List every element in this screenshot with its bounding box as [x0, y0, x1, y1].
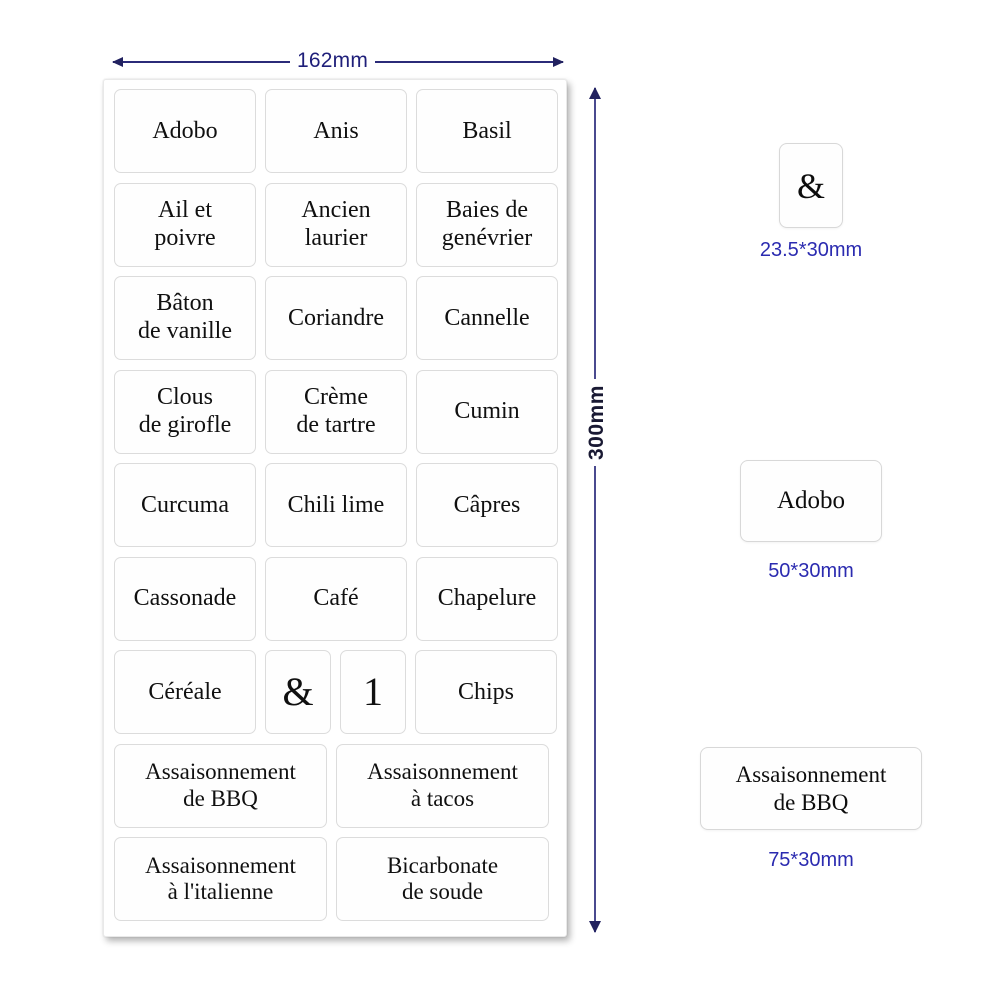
sample-caption-small: 23.5*30mm: [759, 239, 863, 261]
label-card-text: Adobo: [152, 117, 218, 144]
label-card: Adobo: [114, 89, 256, 173]
label-card: Cassonade: [114, 556, 256, 641]
label-card-text: Anis: [313, 117, 359, 144]
label-card-text: Chapelure: [437, 585, 537, 612]
label-card-text: Chili lime: [287, 491, 385, 518]
label-card-text: Cannelle: [444, 304, 530, 331]
label-card: Anis: [265, 89, 407, 173]
width-dimension-label: 162mm: [290, 49, 376, 73]
height-dimension-arrow: [589, 87, 601, 933]
label-card-text: Coriandre: [288, 304, 384, 331]
label-card: Coriandre: [265, 276, 407, 360]
sample-caption-medium: 50*30mm: [768, 560, 854, 582]
label-card-text: Chips: [457, 678, 514, 705]
label-card: Céréale: [114, 650, 256, 734]
label-card-text: &: [282, 668, 314, 714]
sample-label-small: &: [779, 143, 843, 228]
label-card: Câpres: [416, 463, 558, 547]
label-card-text: Câpres: [453, 491, 521, 518]
label-card: Chapelure: [416, 556, 558, 641]
label-card-text: Café: [313, 585, 359, 612]
sample-label-text: &: [796, 165, 825, 206]
height-dimension-label: 300mm: [583, 379, 611, 466]
label-card: Cannelle: [416, 276, 558, 360]
label-card-text: Céréale: [148, 678, 222, 705]
label-card: 1: [340, 650, 406, 734]
label-card-text: Cumin: [454, 398, 520, 425]
label-card: Chips: [415, 650, 557, 734]
label-row: Cassonade Café Chapelure: [114, 556, 558, 641]
label-card: Chili lime: [265, 463, 407, 547]
label-card: Basil: [416, 89, 558, 173]
label-card-text: Basil: [462, 117, 512, 144]
label-row: Céréale & 1 Chips: [114, 650, 557, 734]
label-card-text: Curcuma: [141, 491, 229, 518]
label-card-text: Cassonade: [133, 585, 237, 612]
label-row: Adobo Anis Basil: [114, 89, 558, 173]
label-card: Curcuma: [114, 463, 256, 547]
label-card: Cumin: [416, 369, 558, 454]
label-card: &: [265, 650, 331, 734]
label-card-text: 1: [363, 668, 383, 714]
label-row: Curcuma Chili lime Câpres: [114, 463, 558, 547]
sample-label-text: Adobo: [776, 487, 846, 514]
label-card: Café: [265, 556, 407, 641]
sample-label-medium: Adobo: [740, 460, 882, 542]
sample-caption-large: 75*30mm: [768, 849, 854, 871]
